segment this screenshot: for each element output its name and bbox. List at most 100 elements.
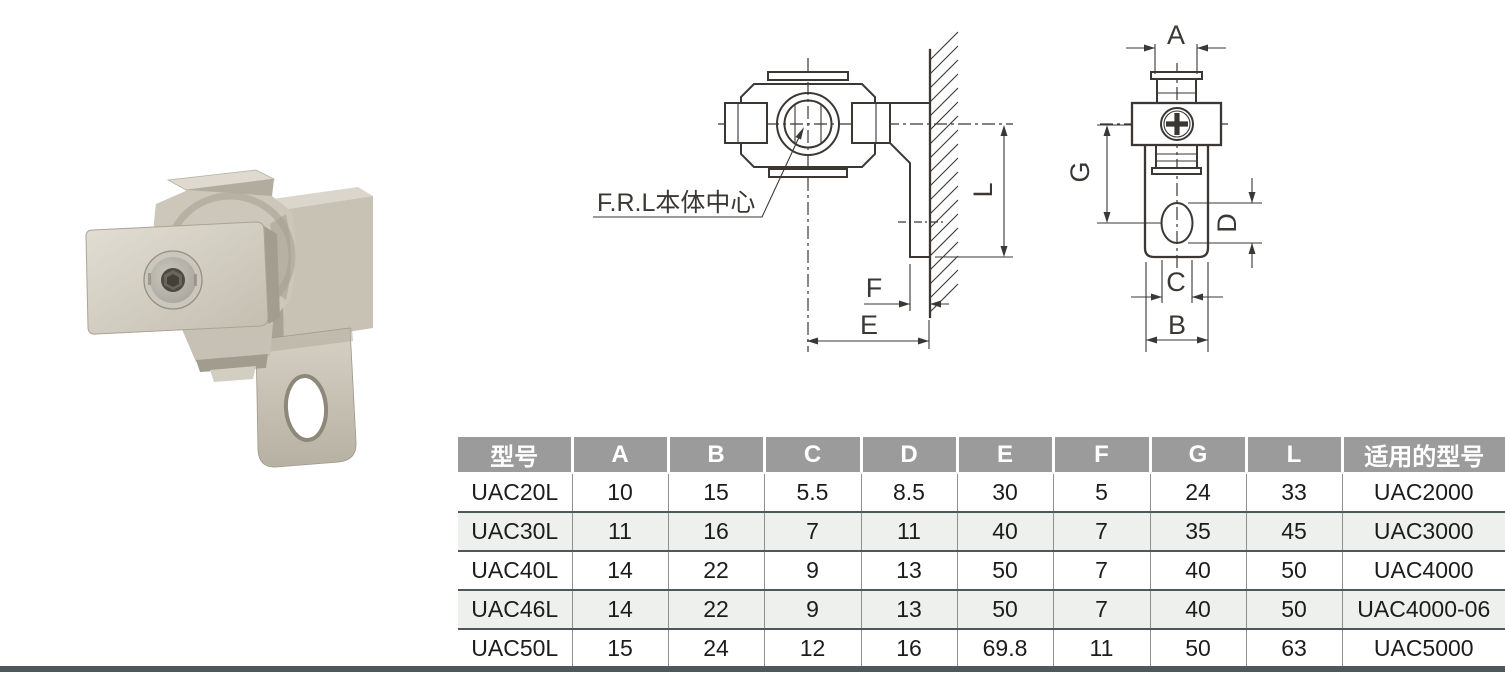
model-cell: UAC20L	[458, 473, 573, 512]
header-row: 型号 A B C D E F G L 适用的型号	[458, 437, 1505, 474]
spec-cell: 11	[1053, 628, 1151, 667]
spec-cell: 22	[668, 589, 765, 629]
spec-cell: 15	[668, 473, 765, 512]
table-row-uac50l: UAC50L 15 24 12 16 69.8 11 50 63 UAC5000	[458, 628, 1505, 667]
dim-E-label: E	[860, 310, 878, 340]
photo-front-plate	[85, 221, 280, 335]
applicable-model-cell: UAC4000	[1342, 550, 1505, 590]
model-cell: UAC46L	[458, 589, 573, 629]
spec-cell: 16	[668, 511, 765, 551]
side-view-drawing: F.R.L本体中心 L F E	[593, 31, 1013, 352]
dim-A-label: A	[1167, 20, 1185, 50]
spec-cell: 5	[1053, 473, 1151, 512]
dim-F-label: F	[866, 273, 883, 303]
column-header-B: B	[668, 437, 766, 474]
column-header-F: F	[1053, 437, 1152, 474]
applicable-model-cell: UAC4000-06	[1342, 589, 1505, 629]
spec-cell: 35	[1150, 511, 1247, 551]
table-row-uac46l: UAC46L 14 22 9 13 50 7 40 50 UAC4000-06	[458, 589, 1505, 629]
spec-cell: 50	[957, 550, 1054, 590]
dim-B-label: B	[1168, 310, 1186, 340]
dimension-B: B	[1145, 262, 1209, 352]
spec-cell: 7	[764, 511, 862, 551]
dimension-D: D	[1188, 178, 1262, 268]
spec-cell: 50	[1246, 550, 1343, 590]
spec-cell: 13	[861, 589, 958, 629]
photo-slot-hole	[283, 374, 329, 442]
dim-D-label: D	[1212, 213, 1242, 233]
product-photo	[85, 169, 373, 468]
spec-cell: 50	[957, 589, 1054, 629]
table-row-uac40l: UAC40L 14 22 9 13 50 7 40 50 UAC4000	[458, 550, 1505, 590]
dim-C-label: C	[1166, 267, 1186, 297]
spec-cell: 7	[1053, 550, 1151, 590]
spec-cell: 69.8	[957, 628, 1054, 667]
model-cell: UAC50L	[458, 628, 573, 667]
phillips-screw-icon	[1166, 113, 1188, 135]
column-header-L: L	[1246, 437, 1344, 474]
frl-center-callout: F.R.L本体中心	[593, 127, 804, 218]
dimension-A: A	[1126, 20, 1226, 74]
front-view-drawing: A G D C B	[1065, 20, 1262, 352]
spec-cell: 40	[1150, 589, 1247, 629]
wall-hatching	[928, 31, 959, 319]
dimension-C: C	[1131, 260, 1223, 303]
spec-cell: 13	[861, 550, 958, 590]
model-cell: UAC30L	[458, 511, 573, 551]
spec-cell: 9	[764, 589, 862, 629]
spec-cell: 14	[572, 550, 669, 590]
spec-cell: 22	[668, 550, 765, 590]
spec-cell: 8.5	[861, 473, 958, 512]
frl-center-label: F.R.L本体中心	[597, 189, 755, 217]
dimension-F: F	[864, 264, 949, 311]
spec-cell: 63	[1246, 628, 1343, 667]
column-header-C: C	[764, 437, 863, 474]
spec-cell: 24	[668, 628, 765, 667]
bracket-arm-profile	[888, 102, 944, 258]
column-header-applicable-model: 适用的型号	[1342, 437, 1505, 474]
spec-cell: 40	[957, 511, 1054, 551]
spec-cell: 5.5	[764, 473, 862, 512]
applicable-model-cell: UAC2000	[1373, 479, 1474, 505]
spec-cell: 10	[572, 473, 669, 512]
column-header-D: D	[861, 437, 959, 474]
applicable-model-cell: UAC3000	[1342, 511, 1505, 551]
spec-cell: 9	[764, 550, 862, 590]
spec-cell: 50	[1246, 589, 1343, 629]
photo-rear-bracket	[255, 187, 373, 468]
spec-table-container: 型号 A B C D E F G L 适用的型号 UAC20L 10 15 5.…	[458, 437, 1505, 667]
lower-stud	[1151, 144, 1202, 175]
page-bottom-rule	[0, 666, 1505, 672]
dim-L-label: L	[968, 182, 998, 197]
clamp-block-front	[1130, 101, 1223, 147]
spec-cell: 50	[1150, 628, 1247, 667]
column-header-E: E	[957, 437, 1055, 474]
column-header-model: 型号	[458, 437, 574, 474]
spec-cell: 16	[861, 628, 958, 667]
spec-cell: 7	[1053, 511, 1151, 551]
spec-table: 型号 A B C D E F G L 适用的型号 UAC20L 10 15 5.…	[458, 437, 1505, 667]
spec-cell: 24	[1150, 473, 1247, 512]
dimension-E: E	[807, 310, 930, 349]
spec-cell: 7	[1053, 589, 1151, 629]
spec-cell: 11	[572, 511, 669, 551]
applicable-model-cell: UAC5000	[1342, 628, 1505, 667]
spec-cell: 15	[572, 628, 669, 667]
top-stud	[1150, 71, 1203, 104]
spec-cell: 33	[1246, 473, 1343, 512]
table-row-uac30l: UAC30L 11 16 7 11 40 7 35 45 UAC3000	[458, 511, 1505, 551]
dim-G-label: G	[1065, 161, 1095, 182]
spec-cell: 45	[1246, 511, 1343, 551]
dimension-G: G	[1065, 124, 1162, 224]
spec-cell: 12	[764, 628, 862, 667]
spec-cell: 40	[1150, 550, 1247, 590]
column-header-A: A	[572, 437, 670, 474]
spec-cell: 11	[861, 511, 958, 551]
spec-cell: 30	[957, 473, 1054, 512]
clamp-top-view	[724, 71, 891, 178]
spec-cell: 14	[572, 589, 669, 629]
column-header-G: G	[1150, 437, 1248, 474]
dimension-L: L	[935, 125, 1013, 258]
